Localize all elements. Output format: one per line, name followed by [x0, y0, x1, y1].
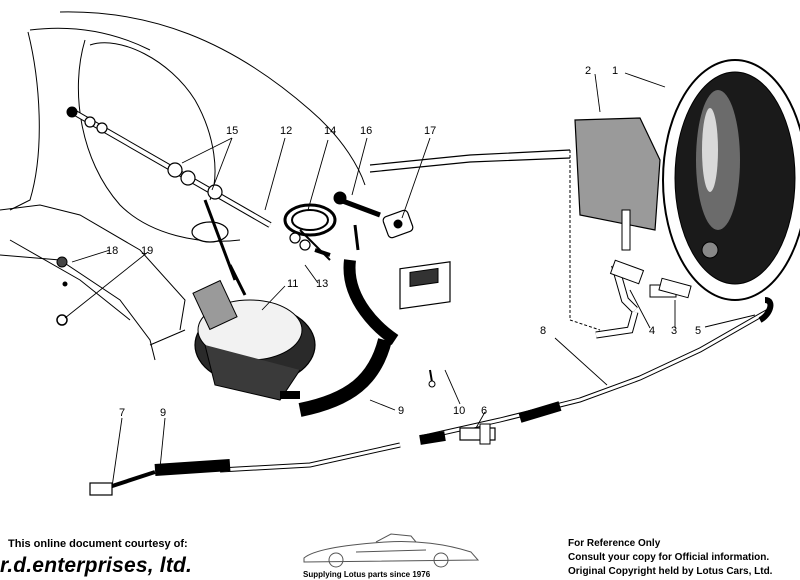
callout-1: 1	[612, 65, 618, 77]
callout-13: 13	[316, 278, 328, 290]
callout-7: 7	[119, 407, 125, 419]
tagline: Supplying Lotus parts since 1976	[303, 570, 431, 579]
leader-lines	[64, 72, 756, 488]
callout-12: 12	[280, 125, 292, 137]
reference-line-3: Original Copyright held by Lotus Cars, L…	[568, 566, 773, 577]
vacuum-reservoir-assembly	[574, 59, 800, 301]
callout-3: 3	[671, 325, 677, 337]
reference-line-2: Consult your copy for Official informati…	[568, 552, 770, 563]
callout-2: 2	[585, 65, 591, 77]
callout-9-hose: 9	[398, 405, 404, 417]
callout-17: 17	[424, 125, 436, 137]
callout-4: 4	[649, 325, 655, 337]
parts-diagram: 1 2 3 4 5 6 7 8 9 9 10 11 12 13 14 15 16…	[0, 11, 800, 496]
servo-unit	[192, 264, 316, 401]
callout-6: 6	[481, 405, 487, 417]
lotus-car-logo	[303, 533, 480, 568]
callout-10: 10	[453, 405, 465, 417]
callout-labels: 1 2 3 4 5 6 7 8 9 9 10 11 12 13 14 15 16…	[106, 65, 701, 419]
fittings	[89, 259, 692, 496]
car-body-outline	[0, 11, 366, 361]
callout-16: 16	[360, 125, 372, 137]
footer: This online document courtesy of: r.d.en…	[0, 530, 800, 580]
callout-5: 5	[695, 325, 701, 337]
callout-15: 15	[226, 125, 238, 137]
company-name: r.d.enterprises, ltd.	[0, 554, 193, 577]
callout-18: 18	[106, 245, 118, 257]
callout-14: 14	[324, 125, 336, 137]
callout-8: 8	[540, 325, 546, 337]
bracket-plate	[574, 117, 661, 231]
callout-19: 19	[141, 245, 153, 257]
callout-11: 11	[287, 278, 298, 290]
courtesy-text: This online document courtesy of:	[8, 538, 188, 550]
linkage-parts	[56, 106, 414, 326]
reference-line-1: For Reference Only	[568, 538, 661, 549]
callout-9-lower: 9	[160, 407, 166, 419]
pipework	[99, 149, 774, 492]
